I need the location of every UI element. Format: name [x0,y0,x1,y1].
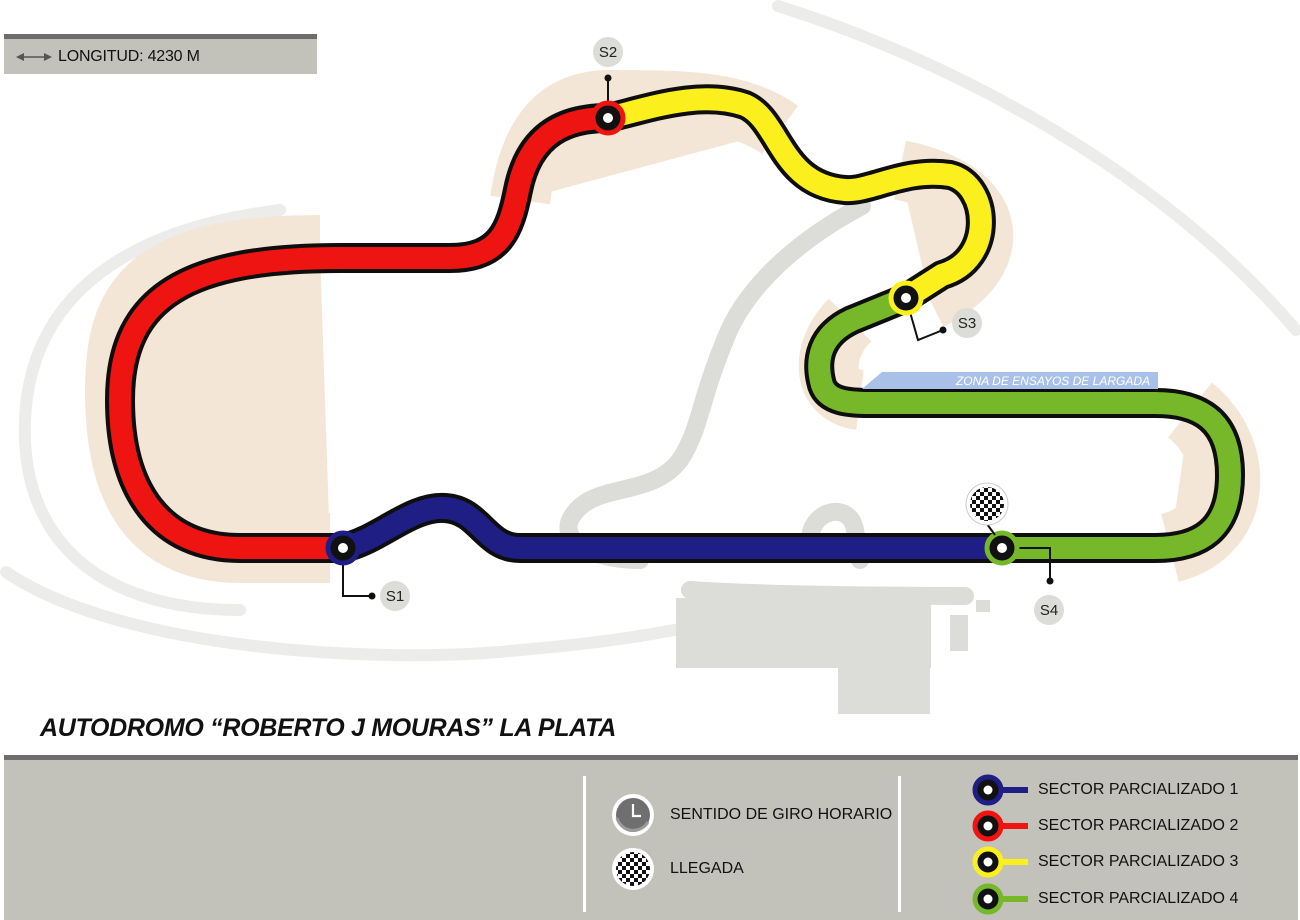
sector-3-label: SECTOR PARCIALIZADO 3 [1038,853,1239,870]
background-roads [0,0,1300,662]
checkered-flag-icon [965,482,1009,536]
track-length-banner: LONGITUD: 4230 M [4,34,317,74]
runoff-areas [85,70,1261,583]
legend-divider [583,776,586,912]
sector-marker-s4: S4 [984,530,1064,625]
sector-4-label: SECTOR PARCIALIZADO 4 [1038,890,1239,907]
legend-item-direction: SENTIDO DE GIRO HORARIO [610,792,892,838]
sector-1-label: SECTOR PARCIALIZADO 1 [1038,781,1239,798]
sector-marker-s1: S1 [325,530,410,611]
sector-2-marker-icon [972,810,1028,842]
clockwise-clock-icon [612,794,654,836]
sector-3-marker-icon [972,846,1028,878]
legend-divider [898,776,901,912]
legend-panel: SENTIDO DE GIRO HORARIO LLEGADA SECTOR P… [4,755,1298,920]
track-sectors [109,88,1241,559]
sector-1-path [332,497,1013,559]
legend-item-finish: LLEGADA [610,846,744,892]
direction-label: SENTIDO DE GIRO HORARIO [670,806,893,823]
zone-label: ZONA DE ENSAYOS DE LARGADA [955,374,1150,388]
marker-label-s4: S4 [1040,602,1058,619]
sector-marker-s2: S2 [590,37,626,136]
pit-buildings [676,598,990,714]
double-arrow-icon [16,52,52,61]
circuit-title: AUTODROMO “ROBERTO J MOURAS” LA PLATA [40,714,616,742]
sector-1-marker-icon [972,774,1028,806]
finish-flag-icon [612,848,654,890]
sector-4-path [808,287,1241,559]
start-practice-zone: ZONA DE ENSAYOS DE LARGADA [862,372,1158,389]
marker-label-s3: S3 [958,315,976,332]
marker-label-s1: S1 [386,588,404,605]
sector-3-path [597,88,992,309]
sector-marker-s3: S3 [888,280,982,342]
marker-label-s2: S2 [599,44,617,61]
sector-2-path [109,107,619,559]
sector-4-marker-icon [972,883,1028,915]
finish-label: LLEGADA [670,860,744,877]
sector-2-label: SECTOR PARCIALIZADO 2 [1038,817,1239,834]
track-length-label: LONGITUD: 4230 M [58,47,200,65]
